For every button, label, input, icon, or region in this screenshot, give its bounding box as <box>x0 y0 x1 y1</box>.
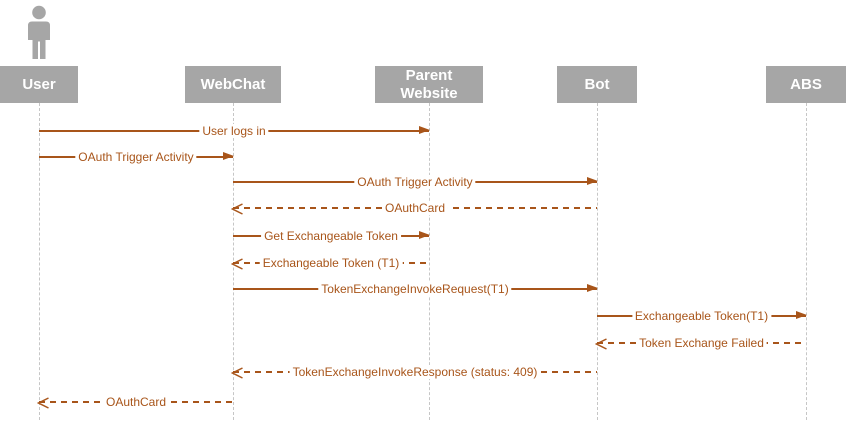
arrowhead-icon <box>587 177 598 185</box>
message-label: TokenExchangeInvokeRequest(T1) <box>318 282 512 296</box>
lifeline-user <box>39 103 40 420</box>
participant-label: User <box>22 75 56 93</box>
participant-bot: Bot <box>557 66 637 103</box>
arrowhead-icon <box>796 311 807 319</box>
participant-label: WebChat <box>200 75 266 93</box>
participant-label: ABS <box>790 75 822 93</box>
message-label: OAuthCard <box>381 201 449 215</box>
message-label: Get Exchangeable Token <box>261 229 401 243</box>
message-label: OAuth Trigger Activity <box>75 150 197 164</box>
participant-webchat: WebChat <box>185 66 281 103</box>
participant-label: Parent Website <box>400 67 458 102</box>
message-label: TokenExchangeInvokeResponse (status: 409… <box>289 365 541 379</box>
participant-label: Bot <box>584 75 610 93</box>
message-label: Exchangeable Token(T1) <box>631 309 772 323</box>
message-label: User logs in <box>199 124 269 138</box>
arrowhead-icon <box>230 366 244 384</box>
arrowhead-icon <box>36 396 50 414</box>
actor-icon <box>21 5 57 66</box>
lifeline-abs <box>806 103 807 420</box>
participant-abs: ABS <box>766 66 846 103</box>
arrowhead-icon <box>419 126 430 134</box>
lifeline-webchat <box>233 103 234 420</box>
arrowhead-icon <box>419 231 430 239</box>
arrowhead-icon <box>223 152 234 160</box>
arrowhead-icon <box>594 337 608 355</box>
arrowhead-icon <box>230 257 244 275</box>
lifeline-bot <box>597 103 598 420</box>
message-label: OAuthCard <box>102 395 170 409</box>
arrowhead-icon <box>587 284 598 292</box>
lifeline-parent-website <box>429 103 430 420</box>
participant-parent-website: Parent Website <box>375 66 483 103</box>
message-label: OAuth Trigger Activity <box>354 175 476 189</box>
message-label: Exchangeable Token (T1) <box>259 256 403 270</box>
participant-user: User <box>0 66 78 103</box>
message-label: Token Exchange Failed <box>636 336 767 350</box>
arrowhead-icon <box>230 202 244 220</box>
